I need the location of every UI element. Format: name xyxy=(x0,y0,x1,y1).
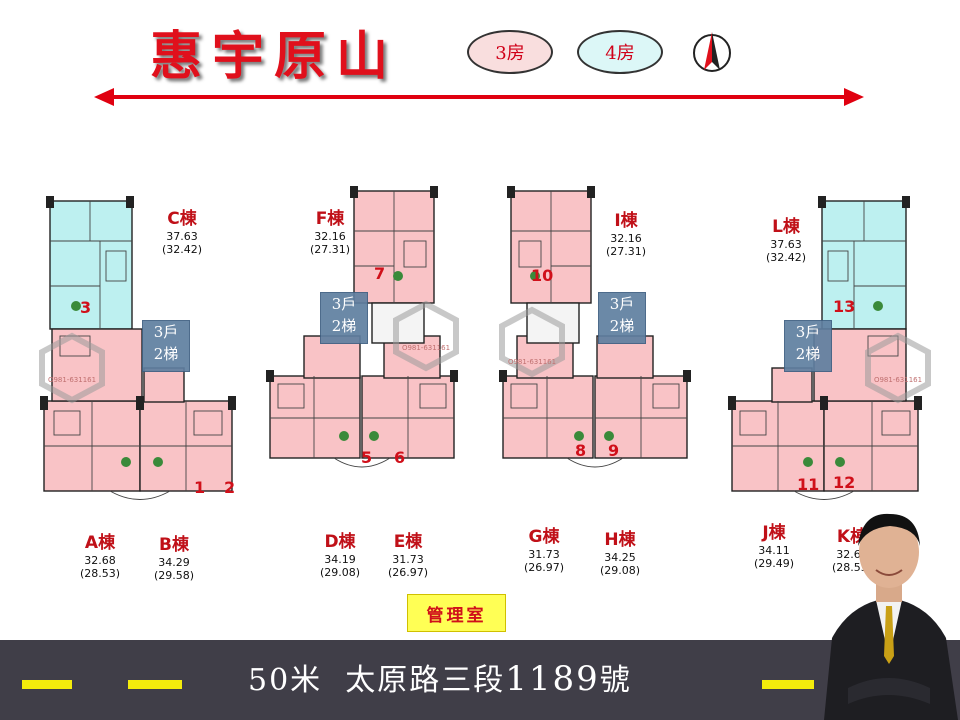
lane-marking xyxy=(762,680,814,689)
unit-number: 9 xyxy=(608,441,620,460)
road-address: 50米 太原路三段1189號 xyxy=(248,655,632,699)
watermark-logo: O981-631161 xyxy=(865,332,931,404)
management-office-label: 管理室 xyxy=(407,594,506,632)
road-band xyxy=(0,640,960,720)
road-name: 太原路三段 xyxy=(345,663,506,698)
road-number: 1189 xyxy=(505,659,600,699)
legend-three-room: 3房 xyxy=(467,30,553,74)
floorplan-abc xyxy=(40,196,236,500)
agent-photo xyxy=(824,513,958,720)
road-width: 50米 xyxy=(248,663,323,698)
unit-number: 13 xyxy=(833,297,856,316)
unit-number: 5 xyxy=(361,448,373,467)
north-arrow-icon xyxy=(693,32,731,72)
unit-number: 12 xyxy=(833,473,856,492)
svg-text:O981-631161: O981-631161 xyxy=(48,376,96,384)
svg-text:O981-631161: O981-631161 xyxy=(508,358,556,366)
svg-text:O981-631161: O981-631161 xyxy=(874,376,922,384)
watermark-logo: O981-631161 xyxy=(39,332,105,404)
legend-four-room: 4房 xyxy=(577,30,663,74)
lane-marking xyxy=(22,680,72,689)
unit-number: 2 xyxy=(224,478,236,497)
page-title: 惠宇原山 xyxy=(150,26,399,87)
unit-number: 11 xyxy=(797,475,820,494)
lane-marking xyxy=(128,680,182,689)
unit-number: 3 xyxy=(80,298,92,317)
watermark-logo: O981-631161 xyxy=(499,306,565,378)
unit-number: 6 xyxy=(394,448,406,467)
unit-number: 7 xyxy=(374,264,386,283)
unit-number: 1 xyxy=(194,478,206,497)
watermark-logo: O981-631161 xyxy=(393,300,459,372)
unit-number: 8 xyxy=(575,441,587,460)
svg-text:O981-631161: O981-631161 xyxy=(402,344,450,352)
road-suffix: 號 xyxy=(599,663,632,698)
frontage-arrow xyxy=(94,88,864,106)
unit-number: 10 xyxy=(531,266,554,285)
